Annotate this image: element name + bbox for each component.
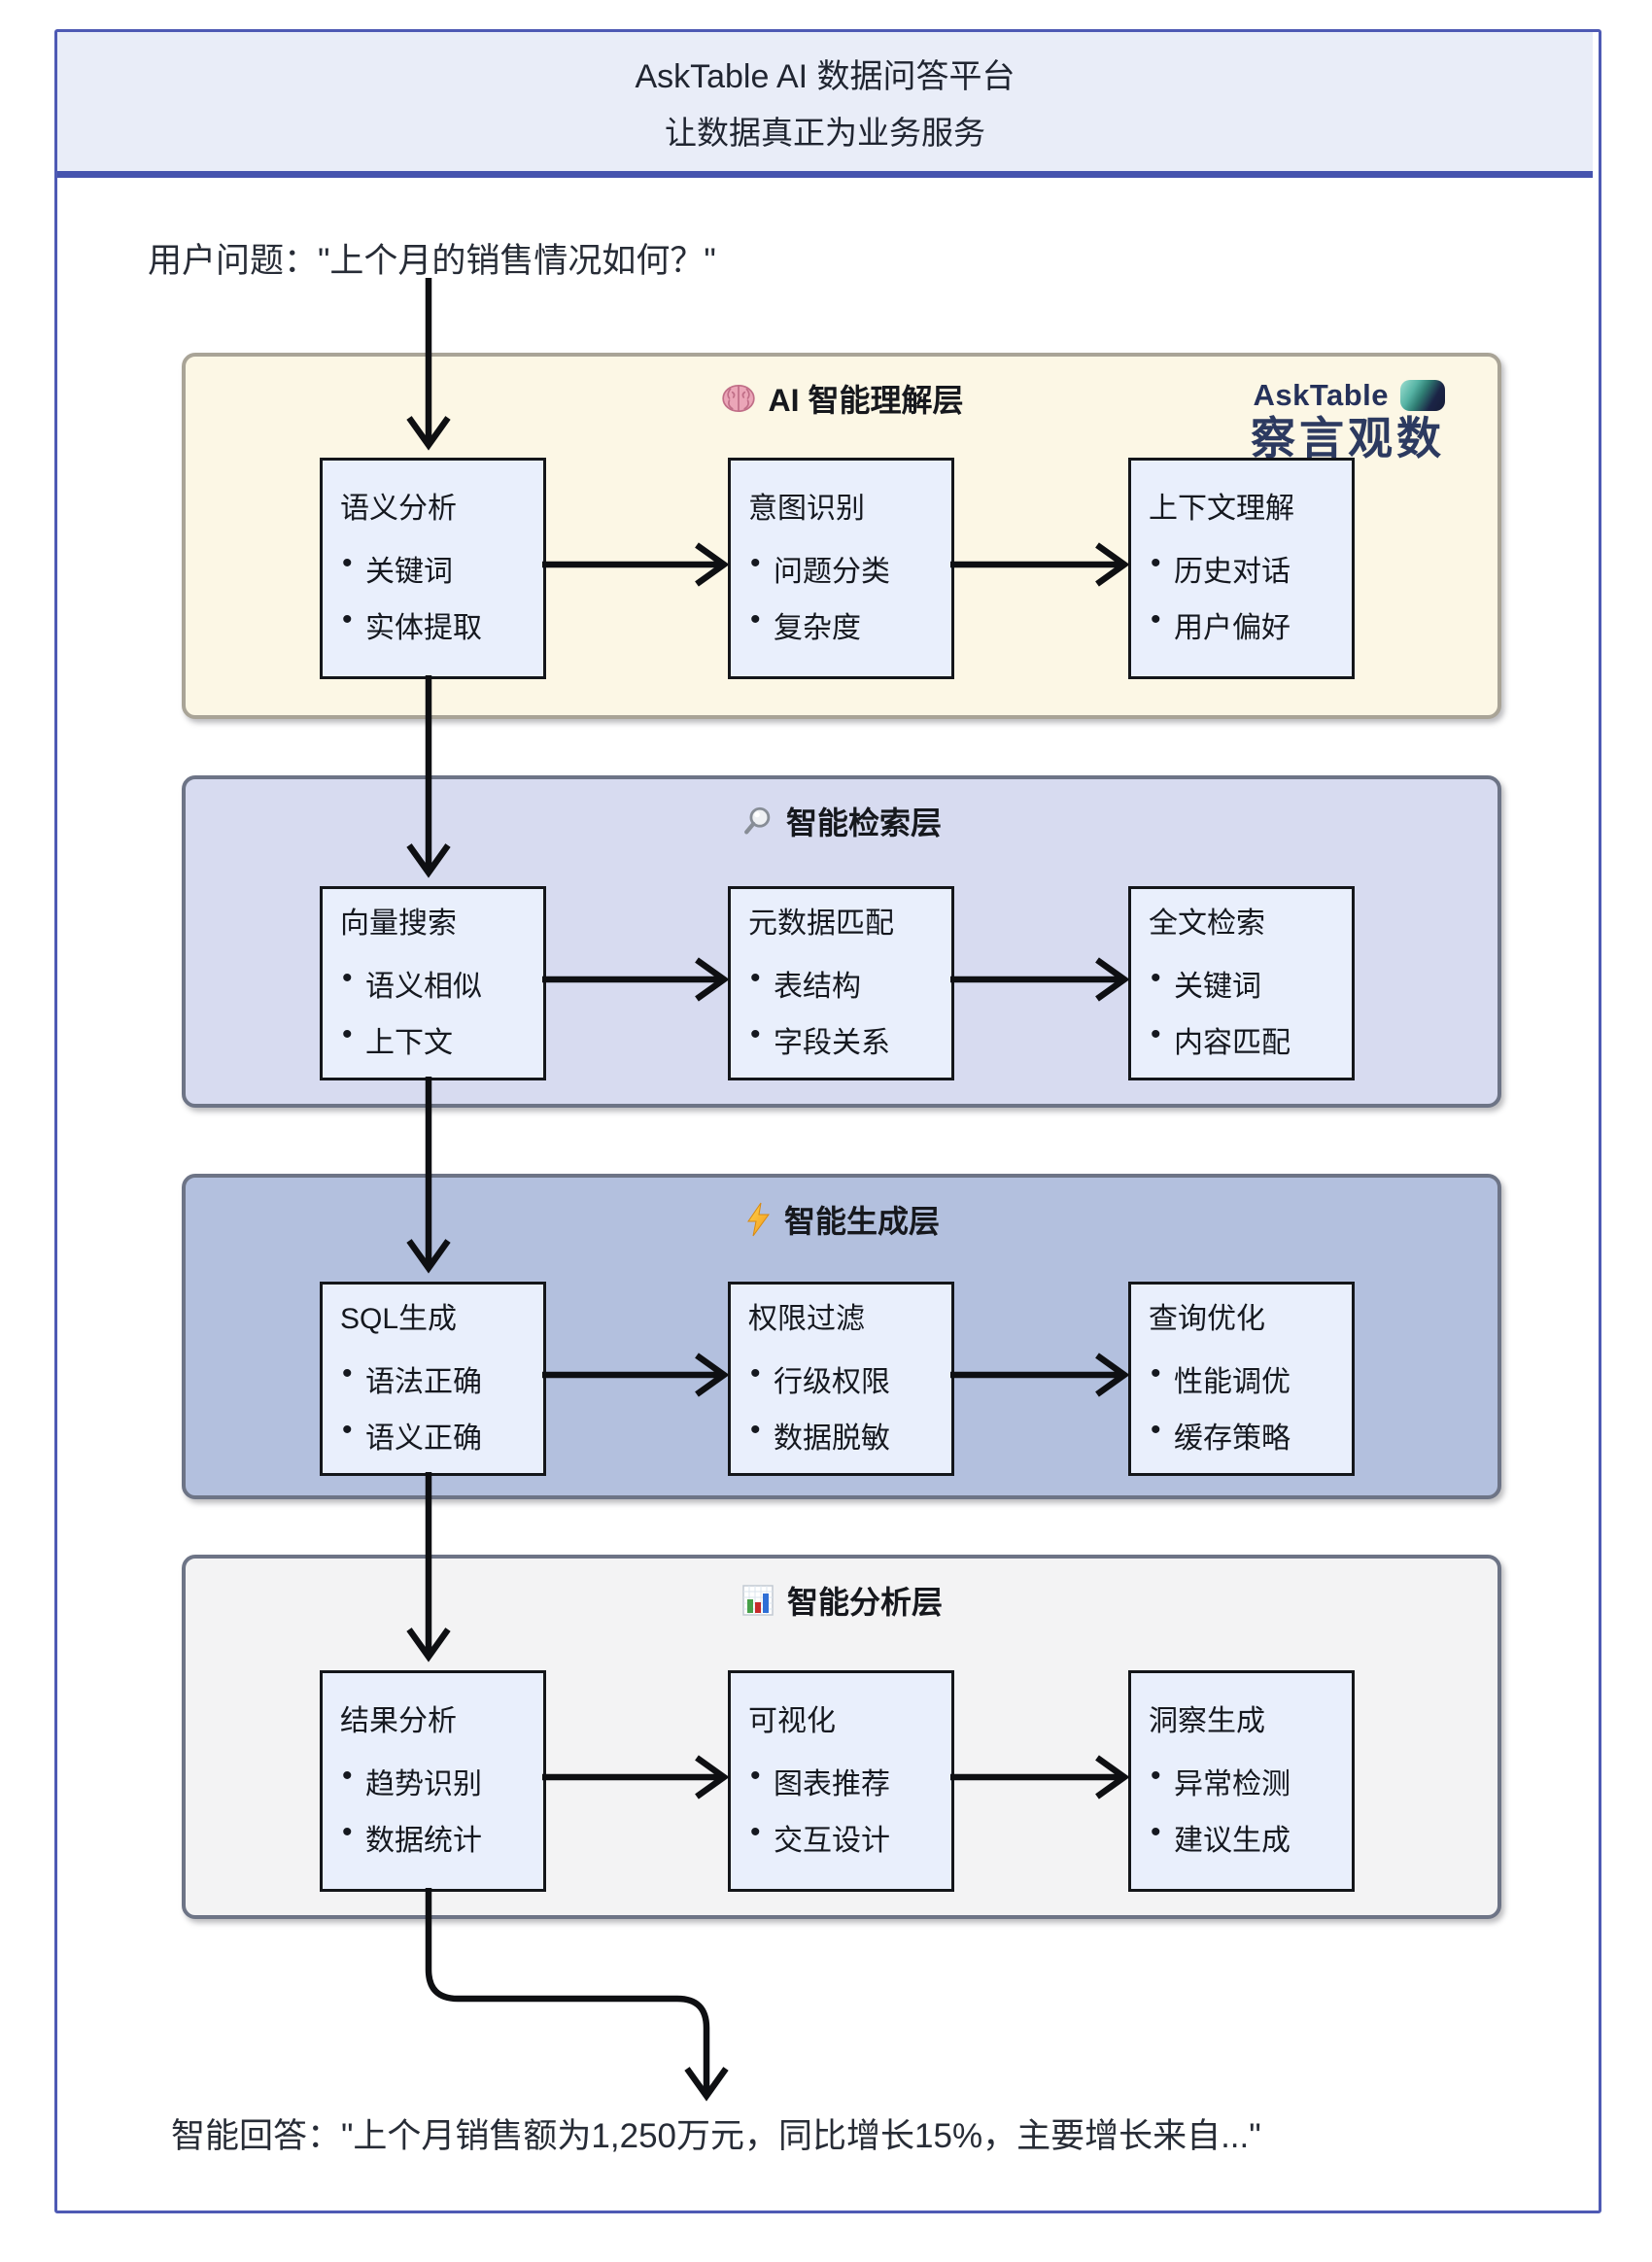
asktable-logo-icon (1400, 380, 1445, 411)
node-permission-filter: 权限过滤 行级权限 数据脱敏 (728, 1282, 954, 1476)
node-title: 向量搜索 (340, 908, 457, 940)
node-title: SQL生成 (340, 1303, 458, 1335)
node-bullet: 上下文 (340, 1018, 543, 1061)
node-bullet: 数据统计 (340, 1816, 543, 1859)
node-bullet: 关键词 (1149, 962, 1352, 1005)
asktable-tagline: 察言观数 (1251, 412, 1445, 464)
brain-icon (721, 384, 755, 413)
node-title: 结果分析 (340, 1705, 457, 1737)
node-bullet: 行级权限 (748, 1357, 951, 1400)
node-metadata-match: 元数据匹配 表结构 字段关系 (728, 886, 954, 1080)
chart-icon (742, 1585, 774, 1616)
node-insight-generation: 洞察生成 异常检测 建议生成 (1128, 1670, 1355, 1892)
search-icon (744, 806, 771, 835)
node-sql-generation: SQL生成 语法正确 语义正确 (320, 1282, 546, 1476)
node-title: 查询优化 (1149, 1303, 1265, 1335)
node-bullet: 问题分类 (748, 547, 951, 590)
node-bullet: 语法正确 (340, 1357, 543, 1400)
node-bullet: 趋势识别 (340, 1760, 543, 1802)
page-title: AskTable AI 数据问答平台 (635, 58, 1015, 95)
asktable-brand-name: AskTable (1253, 378, 1389, 412)
node-bullet: 语义正确 (340, 1414, 543, 1457)
layer-generation: 智能生成层 SQL生成 语法正确 语义正确 权限过滤 行级权限 数据脱敏 查询优… (182, 1174, 1501, 1499)
node-bullet: 交互设计 (748, 1816, 951, 1859)
node-query-optimization: 查询优化 性能调优 缓存策略 (1128, 1282, 1355, 1476)
node-bullet: 数据脱敏 (748, 1414, 951, 1457)
node-bullet: 缓存策略 (1149, 1414, 1352, 1457)
layer-analysis: 智能分析层 结果分析 趋势识别 数据统计 可视化 图表推荐 交互设计 洞察生成 … (182, 1555, 1501, 1919)
node-bullet: 图表推荐 (748, 1760, 951, 1802)
node-semantic-analysis: 语义分析 关键词 实体提取 (320, 458, 546, 679)
node-bullet: 表结构 (748, 962, 951, 1005)
layer-retrieval: 智能检索层 向量搜索 语义相似 上下文 元数据匹配 表结构 字段关系 全文检索 … (182, 775, 1501, 1108)
node-bullet: 内容匹配 (1149, 1018, 1352, 1061)
node-bullet: 关键词 (340, 547, 543, 590)
user-question-text: 用户问题："上个月的销售情况如何？" (148, 242, 716, 280)
node-bullet: 建议生成 (1149, 1816, 1352, 1859)
node-context-understanding: 上下文理解 历史对话 用户偏好 (1128, 458, 1355, 679)
node-bullet: 历史对话 (1149, 547, 1352, 590)
node-title: 洞察生成 (1149, 1705, 1265, 1737)
layer-analysis-header: 智能分析层 (186, 1578, 1497, 1623)
layer-retrieval-title: 智能检索层 (785, 805, 942, 840)
node-bullet: 异常检测 (1149, 1760, 1352, 1802)
layer-generation-title: 智能生成层 (783, 1204, 940, 1239)
node-vector-search: 向量搜索 语义相似 上下文 (320, 886, 546, 1080)
node-visualization: 可视化 图表推荐 交互设计 (728, 1670, 954, 1892)
lightning-icon (747, 1202, 770, 1237)
layer-understanding: AI 智能理解层 AskTable 察言观数 语义分析 关键词 实体提取 意图识… (182, 353, 1501, 719)
node-title: 可视化 (748, 1705, 836, 1737)
asktable-brand-row: AskTable (1253, 378, 1445, 413)
node-bullet: 性能调优 (1149, 1357, 1352, 1400)
layer-retrieval-header: 智能检索层 (186, 799, 1497, 843)
node-bullet: 字段关系 (748, 1018, 951, 1061)
node-title: 意图识别 (748, 493, 865, 525)
node-bullet: 实体提取 (340, 603, 543, 646)
node-intent-recognition: 意图识别 问题分类 复杂度 (728, 458, 954, 679)
node-title: 上下文理解 (1149, 493, 1294, 525)
page-subtitle: 让数据真正为业务服务 (665, 115, 985, 151)
layer-analysis-title: 智能分析层 (786, 1585, 943, 1620)
header-banner: AskTable AI 数据问答平台 让数据真正为业务服务 (57, 32, 1593, 178)
node-fulltext-search: 全文检索 关键词 内容匹配 (1128, 886, 1355, 1080)
ai-answer-text: 智能回答："上个月销售额为1,250万元，同比增长15%，主要增长来自..." (171, 2117, 1261, 2155)
node-title: 全文检索 (1149, 908, 1265, 940)
node-title: 语义分析 (340, 493, 457, 525)
node-title: 权限过滤 (748, 1303, 865, 1335)
node-result-analysis: 结果分析 趋势识别 数据统计 (320, 1670, 546, 1892)
layer-understanding-header: AI 智能理解层 (186, 376, 1497, 421)
node-title: 元数据匹配 (748, 908, 894, 940)
node-bullet: 用户偏好 (1149, 603, 1352, 646)
layer-understanding-title: AI 智能理解层 (768, 383, 964, 418)
layer-generation-header: 智能生成层 (186, 1197, 1497, 1242)
asktable-logo: AskTable 察言观数 (1251, 378, 1445, 462)
node-bullet: 语义相似 (340, 962, 543, 1005)
node-bullet: 复杂度 (748, 603, 951, 646)
